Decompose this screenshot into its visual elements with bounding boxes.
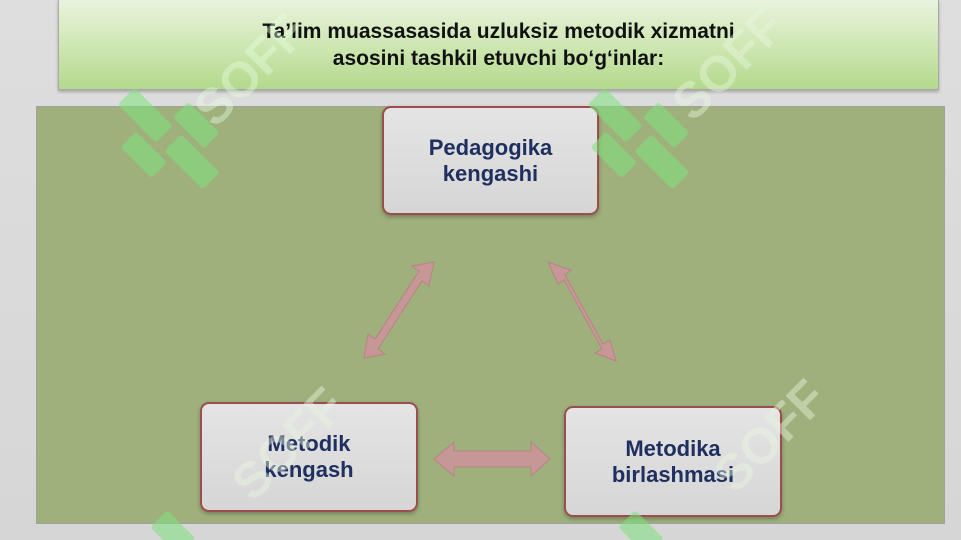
node-left-line-1: Metodik: [267, 431, 351, 456]
node-metodik-kengash-label: Metodik kengash: [264, 431, 353, 483]
node-top-line-2: kengashi: [442, 160, 539, 186]
node-left-line-2: kengash: [264, 457, 354, 482]
node-top-line-1: Pedagogika: [428, 134, 553, 160]
slide-title: Ta’lim muassasasida uzluksiz metodik xiz…: [59, 18, 938, 72]
title-banner: Ta’lim muassasasida uzluksiz metodik xiz…: [58, 0, 939, 90]
slide-title-line-2: asosini tashkil etuvchi bo‘g‘inlar:: [332, 47, 665, 70]
node-pedagogika-kengashi: Pedagogika kengashi: [382, 106, 599, 215]
node-metodika-birlashmasi: Metodika birlashmasi: [564, 406, 782, 517]
node-metodika-birlashmasi-label: Metodika birlashmasi: [612, 436, 734, 488]
node-right-line-2: birlashmasi: [611, 461, 735, 487]
slide-title-line-1: Ta’lim muassasasida uzluksiz metodik xiz…: [262, 20, 735, 43]
node-pedagogika-kengashi-label: Pedagogika kengashi: [429, 135, 552, 187]
node-metodik-kengash: Metodik kengash: [200, 402, 418, 512]
node-right-line-1: Metodika: [625, 435, 721, 461]
